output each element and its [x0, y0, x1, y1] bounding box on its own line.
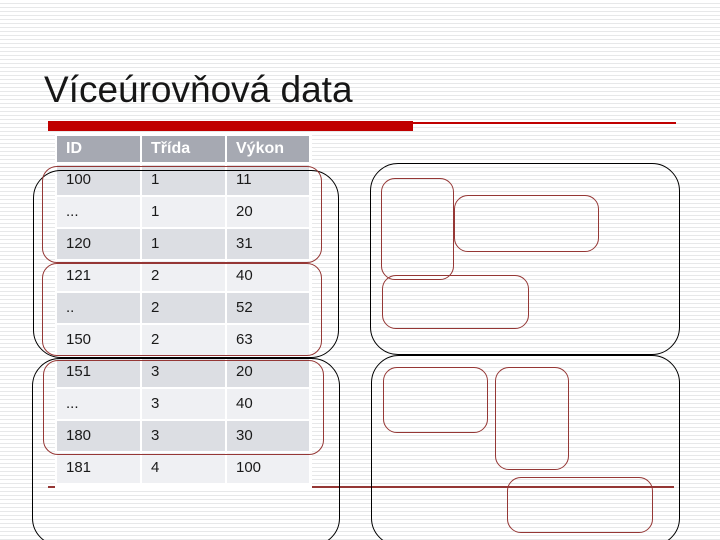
cell-vykon: 20	[227, 357, 309, 387]
cell-id: ...	[57, 389, 140, 419]
cell-id: 180	[57, 421, 140, 451]
row-group-outline-class-2	[42, 263, 322, 356]
black-frame-table-classes-1-2	[33, 170, 339, 358]
table-row: 151 3 20	[57, 357, 309, 387]
cell-trida: 4	[142, 453, 225, 483]
cell-trida: 2	[142, 325, 225, 355]
cell-id: 151	[57, 357, 140, 387]
cell-id: ...	[57, 197, 140, 227]
table-header-row: ID Třída Výkon	[57, 136, 309, 162]
cell-id: 120	[57, 229, 140, 259]
cell-vykon: 40	[227, 389, 309, 419]
table-row: 150 2 63	[57, 325, 309, 355]
cell-trida: 3	[142, 357, 225, 387]
cell-vykon: 31	[227, 229, 309, 259]
black-frame-right-bottom	[371, 355, 680, 540]
cell-id: 121	[57, 261, 140, 291]
red-box-right-top-vertical	[381, 178, 454, 280]
table-row: 121 2 40	[57, 261, 309, 291]
header-cell-trida: Třída	[142, 136, 225, 162]
cell-vykon: 52	[227, 293, 309, 323]
cell-vykon: 20	[227, 197, 309, 227]
row-group-outline-class-1	[42, 166, 322, 263]
table-row: 181 4 100	[57, 453, 309, 483]
table-row: 120 1 31	[57, 229, 309, 259]
cell-vykon: 30	[227, 421, 309, 451]
red-box-right-bottom-small	[383, 367, 488, 433]
cell-id: 181	[57, 453, 140, 483]
cell-vykon: 63	[227, 325, 309, 355]
data-table: ID Třída Výkon 100 1 11 ... 1 20 120 1 3…	[55, 134, 312, 489]
red-box-right-top-wide-lower	[382, 275, 529, 329]
title-accent-line	[413, 122, 676, 124]
title-accent-bar	[48, 121, 413, 131]
cell-trida: 1	[142, 229, 225, 259]
slide-title: Víceúrovňová data	[44, 69, 353, 110]
red-box-right-bottom-vertical	[495, 367, 569, 470]
table-row: .. 2 52	[57, 293, 309, 323]
row-group-outline-class-3	[43, 360, 324, 455]
black-frame-right-top	[370, 163, 680, 355]
cell-vykon: 40	[227, 261, 309, 291]
cell-id: ..	[57, 293, 140, 323]
black-frame-table-classes-3-4	[32, 358, 340, 540]
cell-trida: 1	[142, 197, 225, 227]
red-box-right-top-wide-upper	[454, 195, 599, 252]
header-cell-id: ID	[57, 136, 140, 162]
cell-trida: 3	[142, 389, 225, 419]
table-row: ... 1 20	[57, 197, 309, 227]
cell-trida: 2	[142, 293, 225, 323]
header-cell-vykon: Výkon	[227, 136, 309, 162]
red-divider-line	[48, 486, 674, 488]
table-row: 180 3 30	[57, 421, 309, 451]
red-box-right-bottom-wide	[507, 477, 653, 533]
cell-trida: 3	[142, 421, 225, 451]
table-row: ... 3 40	[57, 389, 309, 419]
cell-trida: 2	[142, 261, 225, 291]
cell-id: 150	[57, 325, 140, 355]
cell-vykon: 100	[227, 453, 309, 483]
